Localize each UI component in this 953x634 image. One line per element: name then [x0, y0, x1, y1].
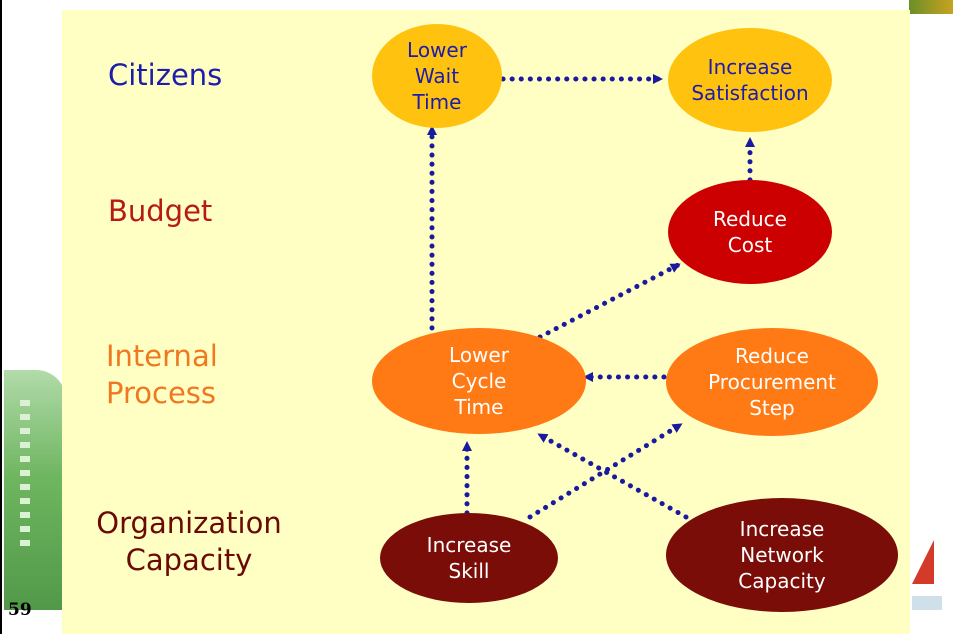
- row-label-budget: Budget: [108, 194, 213, 228]
- row-label-internal-process: Internal Process: [106, 339, 218, 410]
- node-increase-skill: Increase Skill: [380, 513, 558, 603]
- logo-caption-image: [912, 596, 942, 610]
- node-lower-wait-time: Lower Wait Time: [372, 24, 502, 128]
- logo-mark: [912, 540, 934, 584]
- row-label-citizens: Citizens: [108, 58, 223, 92]
- node-increase-satisfaction: Increase Satisfaction: [668, 28, 832, 132]
- slide-left-border: [0, 0, 2, 634]
- side-decoration-image: [4, 370, 66, 610]
- node-reduce-cost: Reduce Cost: [668, 180, 832, 284]
- node-lower-cycle-time: Lower Cycle Time: [372, 328, 586, 434]
- arrow-skill-to-procurement: [527, 422, 683, 520]
- slide-number: 59: [8, 600, 32, 620]
- node-increase-network-capacity: Increase Network Capacity: [666, 498, 898, 612]
- arrow-cycle-to-cost: [537, 262, 681, 340]
- corner-decoration: [909, 0, 953, 14]
- arrow-network-to-cycle: [537, 432, 689, 520]
- row-label-organization-capacity: Organization Capacity: [96, 506, 282, 577]
- node-reduce-procurement-step: Reduce Procurement Step: [666, 328, 878, 436]
